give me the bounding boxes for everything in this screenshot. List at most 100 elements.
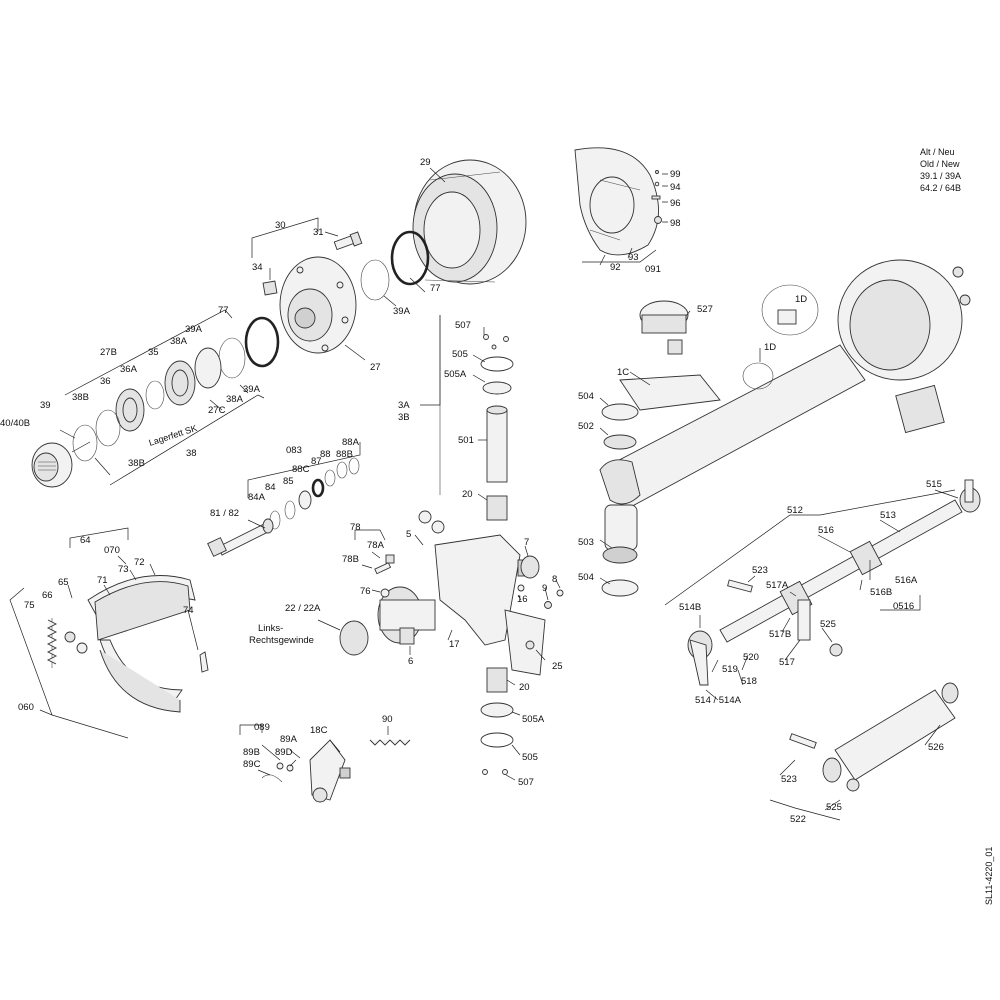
- label-38B-b: 38B: [128, 458, 145, 469]
- seal-set-083-part: [269, 457, 360, 530]
- king-pin-stack-part: [480, 334, 514, 521]
- screw-507-lower-b: [502, 769, 508, 775]
- part-8: [556, 589, 564, 597]
- part-9: [544, 601, 552, 609]
- label-1C: 1C: [617, 367, 629, 378]
- nut-525-lower-part: [846, 778, 860, 792]
- washer-504-part: [601, 403, 639, 421]
- steering-knuckle-part: [377, 534, 546, 676]
- ring-38B-part: [95, 409, 121, 447]
- label-78: 78: [350, 522, 361, 533]
- label-516A: 516A: [895, 575, 918, 586]
- label-7: 7: [524, 537, 529, 548]
- label-30: 30: [275, 220, 286, 231]
- label-75: 75: [24, 600, 35, 611]
- label-88B: 88B: [336, 449, 353, 460]
- label-lagerfett: Lagerfett SK: [148, 423, 199, 448]
- bearing-36-bore: [122, 397, 138, 423]
- label-87: 87: [311, 456, 322, 467]
- label-34: 34: [252, 262, 263, 273]
- screw-507-lower-a: [482, 769, 488, 775]
- axle-beam-part: [599, 259, 971, 551]
- washer-505A-lower-part: [480, 702, 514, 718]
- label-88: 88: [320, 449, 331, 460]
- label-527: 527: [697, 304, 713, 315]
- label-89B: 89B: [243, 747, 260, 758]
- label-8: 8: [552, 574, 557, 585]
- washer-502-part: [603, 434, 637, 450]
- brake-drum-part: [412, 159, 527, 285]
- label-20-upper: 20: [462, 489, 473, 500]
- detail-bracket-1D: [777, 309, 797, 325]
- ring-39-part: [72, 424, 98, 462]
- axle-nut-part: [339, 620, 369, 656]
- label-514B: 514B: [679, 602, 701, 613]
- brake-chamber-527-part: [639, 300, 689, 355]
- label-65: 65: [58, 577, 69, 588]
- label-504-upper: 504: [578, 391, 594, 402]
- label-501: 501: [458, 435, 474, 446]
- label-20-lower: 20: [519, 682, 530, 693]
- leader-lines: [9, 167, 959, 821]
- label-517A: 517A: [766, 580, 789, 591]
- label-94: 94: [670, 182, 681, 193]
- label-5: 5: [406, 529, 411, 540]
- label-88A: 88A: [342, 437, 360, 448]
- label-505-upper: 505: [452, 349, 468, 360]
- ring-39A-part: [218, 337, 246, 379]
- label-38A-b: 38A: [226, 394, 244, 405]
- label-516B: 516B: [870, 587, 892, 598]
- label-27C: 27C: [208, 405, 226, 416]
- label-27B: 27B: [100, 347, 117, 358]
- label-522: 522: [790, 814, 806, 825]
- bolt-523-upper-part: [727, 579, 753, 593]
- tie-rod-part: [687, 479, 981, 686]
- bearing-503-part: [602, 546, 638, 564]
- slack-adjuster-part: [261, 739, 351, 803]
- label-39A-a: 39A: [185, 324, 203, 335]
- bolt-523-lower-part: [789, 733, 817, 749]
- legend-note: Alt / Neu Old / New 39.1 / 39A 64.2 / 64…: [920, 147, 961, 193]
- part-6: [399, 627, 415, 645]
- label-523-lower: 523: [781, 774, 797, 785]
- ball-5a: [418, 510, 432, 524]
- label-99: 99: [670, 169, 681, 180]
- label-89C: 89C: [243, 759, 261, 770]
- label-513: 513: [880, 510, 896, 521]
- part-16: [517, 584, 525, 592]
- seal-ring-part: [390, 230, 430, 286]
- label-89D: 89D: [275, 747, 293, 758]
- bushing-7-part: [520, 555, 540, 579]
- legend-line-2: Old / New: [920, 159, 960, 169]
- label-27: 27: [370, 362, 381, 373]
- wheel-nut-part: [262, 280, 278, 296]
- label-25: 25: [552, 661, 563, 672]
- label-517: 517: [779, 657, 795, 668]
- label-29: 29: [420, 157, 431, 168]
- label-507-upper: 507: [455, 320, 471, 331]
- label-84: 84: [265, 482, 276, 493]
- label-78A: 78A: [367, 540, 385, 551]
- label-76: 76: [360, 586, 371, 597]
- label-38B-a: 38B: [72, 392, 89, 403]
- label-rechtsgewinde: Rechtsgewinde: [249, 635, 314, 646]
- label-71: 71: [97, 575, 108, 586]
- hub-seal-part: [244, 316, 280, 368]
- label-505-lower: 505: [522, 752, 538, 763]
- label-503: 503: [578, 537, 594, 548]
- label-060: 060: [18, 702, 34, 713]
- label-73: 73: [118, 564, 129, 575]
- legend-line-3: 39.1 / 39A: [920, 171, 961, 181]
- wheel-bolt-part: [333, 231, 363, 251]
- label-93: 93: [628, 252, 639, 263]
- label-96: 96: [670, 198, 681, 209]
- label-505A-lower: 505A: [522, 714, 545, 725]
- detail-circle-1D: [742, 362, 774, 390]
- bearing-outer-part: [194, 347, 222, 389]
- label-520: 520: [743, 652, 759, 663]
- label-36: 36: [100, 376, 111, 387]
- ring-35-part: [145, 380, 165, 410]
- camshaft-part: [207, 518, 274, 557]
- label-519: 519: [722, 664, 738, 675]
